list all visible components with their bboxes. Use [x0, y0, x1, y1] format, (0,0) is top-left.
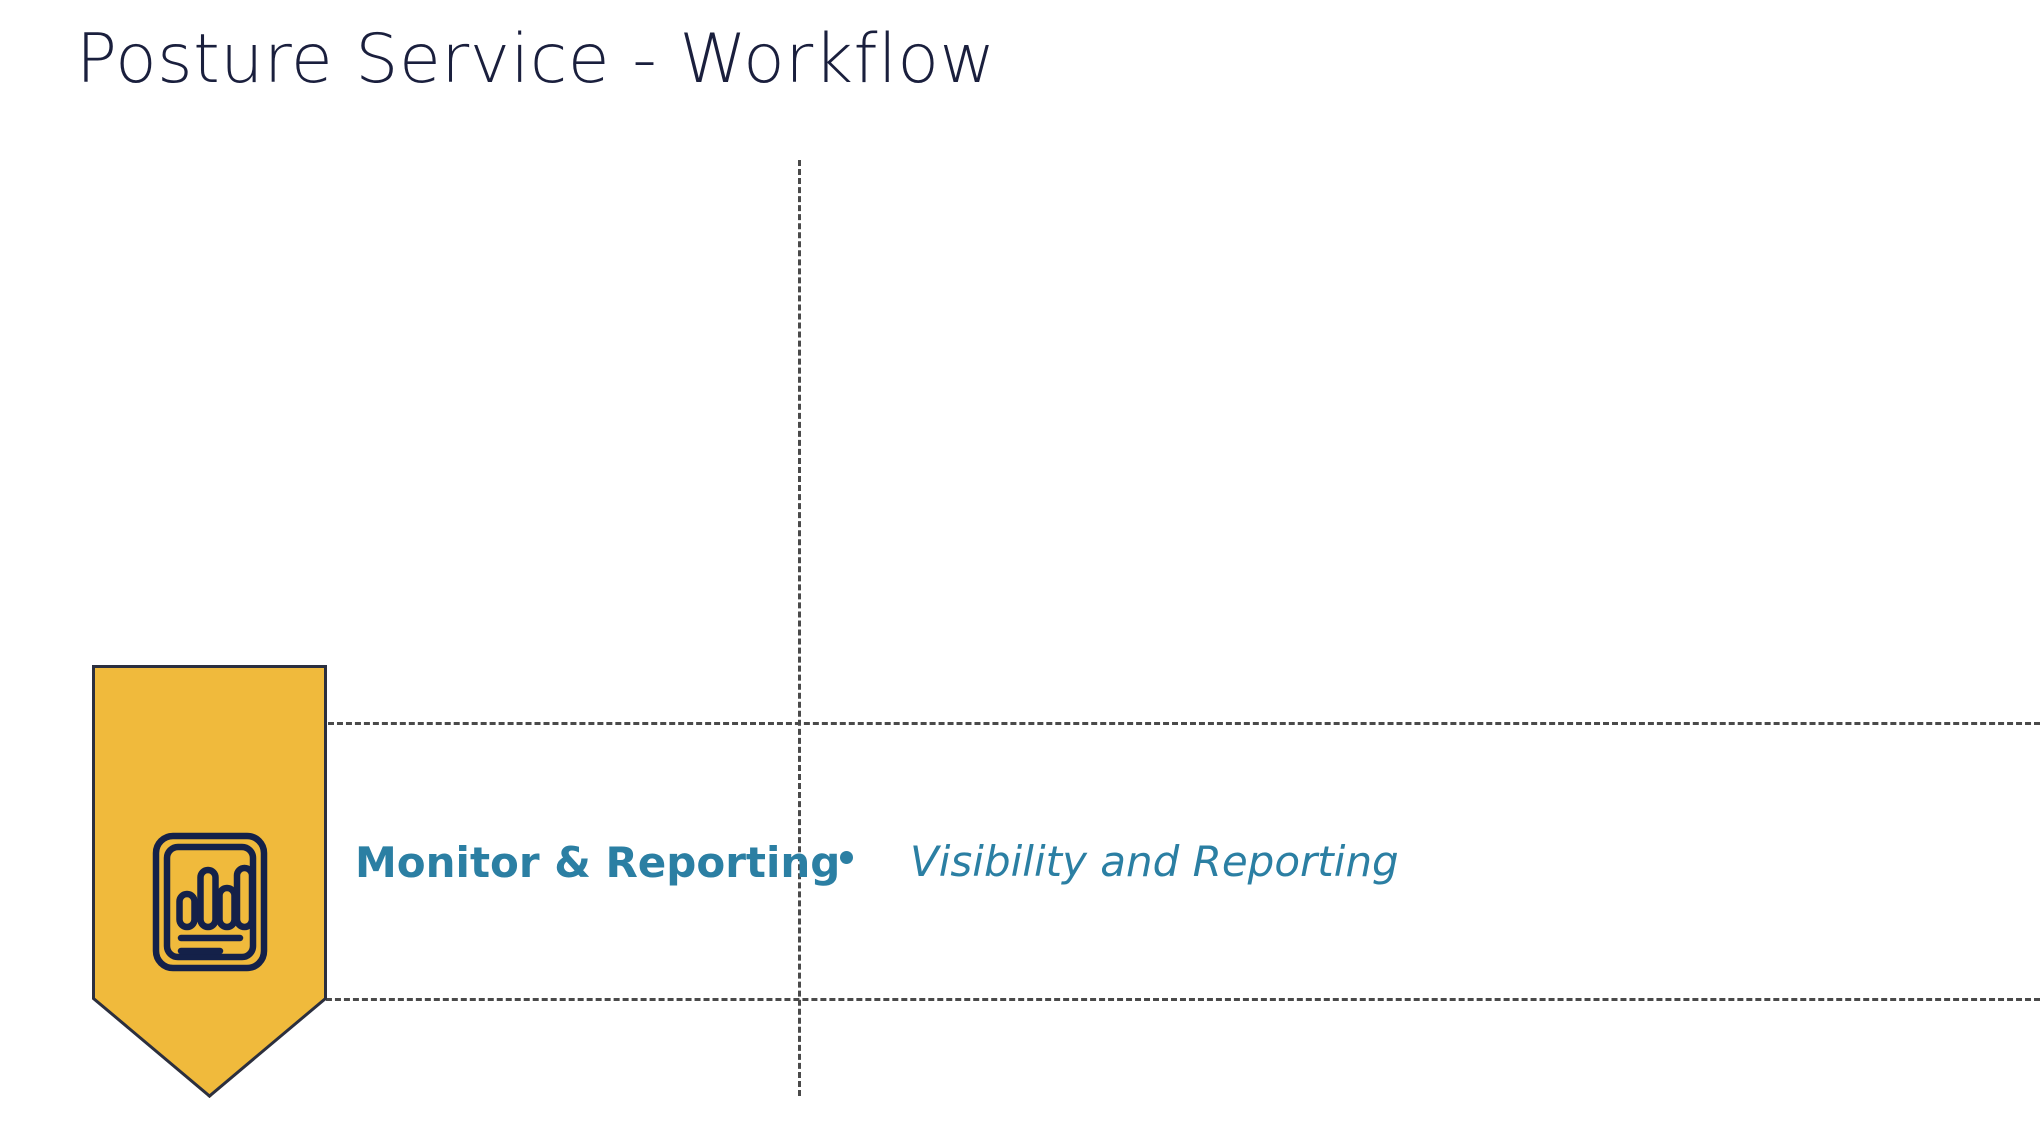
row-divider-bottom — [290, 998, 2040, 1001]
page-title: Posture Service - Workflow — [76, 20, 996, 99]
stage-label-monitor-reporting: Monitor & Reporting — [355, 838, 841, 887]
bullet-text-visibility-and-reporting: Visibility and Reporting — [910, 837, 1399, 886]
row-divider-top — [328, 722, 2040, 725]
bullet-dot-icon — [840, 851, 853, 864]
report-chart-icon — [152, 832, 268, 972]
bullet-list-item: Visibility and Reporting — [840, 834, 1399, 890]
vertical-dashed-divider — [798, 160, 801, 1096]
